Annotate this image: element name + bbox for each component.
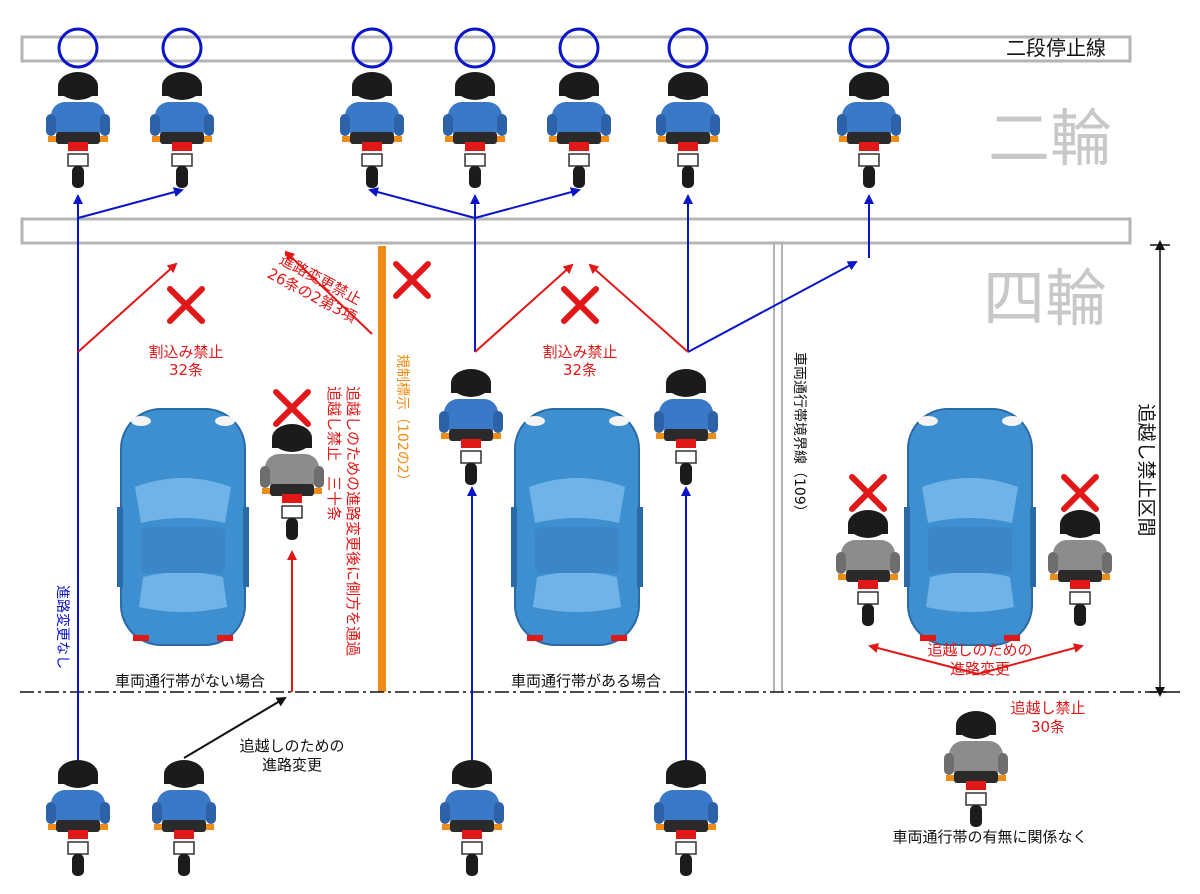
overtake-change-arrow [183, 696, 287, 759]
stop-circle [351, 27, 393, 69]
cut-in-ban-left: 割込み禁止 [148, 343, 223, 361]
overtake-ban-right-1: 追越し禁止 [1010, 699, 1085, 717]
no-lane-case-label: 車両通行帯がない場合 [115, 672, 265, 690]
four-wheel-stop-line [20, 217, 1132, 245]
stop-circle [57, 27, 99, 69]
motorcycle-forbidden-icon [1047, 509, 1113, 627]
cut-in-ban-mid: 割込み禁止 [542, 343, 617, 361]
motorcycle-icon [439, 759, 505, 877]
right-change-label-1: 追越しのための [927, 641, 1032, 659]
regardless-label: 車両通行帯の有無に関係なく [892, 828, 1087, 846]
motorcycle-icon [546, 71, 612, 189]
overtake-ban-30-label: 追越し禁止 三十条 [325, 386, 343, 521]
overtake-change-label-2: 進路変更 [262, 756, 322, 774]
motorcycle-forbidden-icon [835, 509, 901, 627]
car-icon [510, 408, 644, 646]
four-wheel-title: 四輪 [983, 262, 1107, 335]
motorcycle-icon [653, 368, 719, 486]
lane-case-label: 車両通行帯がある場合 [511, 672, 661, 690]
right-change-label-2: 進路変更 [950, 660, 1010, 678]
regulation-marking [378, 246, 386, 692]
lane-boundary-label: 車両通行帯境界線（109） [791, 352, 808, 519]
motorcycle-icon [655, 71, 721, 189]
motorcycle-icon [653, 759, 719, 877]
allowed-stop-positions [57, 27, 890, 69]
overtake-change-label-1: 追越しのための [239, 737, 344, 755]
motorcycle-icon [45, 759, 111, 877]
two-stage-stop-line [20, 35, 1132, 63]
car-icon [116, 408, 250, 646]
motorcycle-forbidden-icon [943, 710, 1009, 828]
motorcycle-icon [438, 368, 504, 486]
two-wheel-title: 二輪 [988, 102, 1112, 175]
stopped-motorcycles [45, 71, 902, 189]
motorcycle-icon [45, 71, 111, 189]
car-icon [903, 408, 1037, 646]
stop-circle [454, 27, 496, 69]
stop-circle [848, 27, 890, 69]
side-pass-label: 追越しのための進路変更後に側方を通過 [344, 386, 362, 656]
forbidden-paths [77, 250, 1084, 692]
stop-circle [667, 27, 709, 69]
motorcycle-icon [836, 71, 902, 189]
allowed-paths [73, 187, 874, 760]
stop-circle [161, 27, 203, 69]
cut-in-ban-mid-article: 32条 [563, 361, 597, 379]
overtake-zone-label: 追越し禁止区間 [1135, 403, 1157, 536]
stop-line-label: 二段停止線 [1006, 36, 1106, 60]
motorcycle-icon [442, 71, 508, 189]
motorcycle-forbidden-icon [259, 423, 325, 541]
stop-circle [558, 27, 600, 69]
motorcycle-icon [149, 71, 215, 189]
motorcycle-icon [339, 71, 405, 189]
lane-change-ban-label: 進路変更禁止 26条の2第3項 [264, 251, 364, 327]
forbidden-x-icon [564, 289, 596, 321]
forbidden-x-icon [170, 289, 202, 321]
regulation-mark-label: 規制標示（102の2） [394, 354, 410, 488]
forbidden-x-icon [1064, 477, 1096, 509]
forbidden-x-icon [852, 477, 884, 509]
no-lane-change-label: 進路変更なし [54, 585, 71, 669]
forbidden-x-icon [396, 264, 428, 296]
cut-in-ban-left-article: 32条 [169, 361, 203, 379]
motorcycle-icon [151, 759, 217, 877]
overtake-ban-right-2: 30条 [1031, 718, 1065, 736]
forbidden-x-icon [276, 392, 308, 424]
